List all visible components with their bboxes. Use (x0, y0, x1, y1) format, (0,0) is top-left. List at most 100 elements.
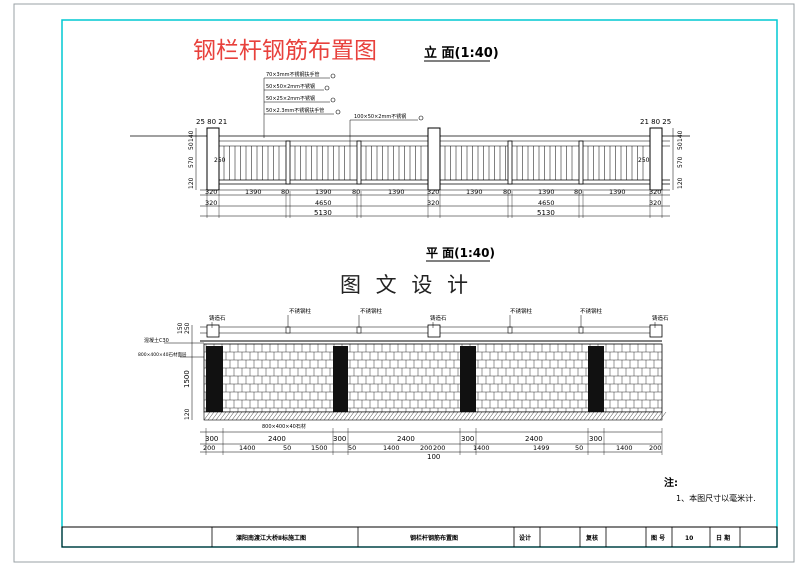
left-side-dim: 570 (188, 156, 195, 168)
plan-left-dim: 150 (177, 322, 184, 334)
hatch-line (563, 411, 571, 421)
hatch-line (463, 411, 471, 421)
plan-left-dim: 120 (184, 408, 191, 420)
design-label: 设计 (519, 534, 531, 542)
hatch-line (447, 411, 455, 421)
elev-dim-row1-text: 1390 (245, 188, 262, 196)
hatch-line (627, 411, 635, 421)
plan-dim-row2-text: 1400 (616, 444, 633, 452)
hatch-line (543, 411, 551, 421)
top-left-dims: 25 80 21 (196, 118, 227, 126)
hatch-line (295, 411, 303, 421)
hatch-line (527, 411, 535, 421)
plan-label: 平 面(1:40) (426, 246, 495, 260)
stone-post (649, 127, 663, 191)
hatch-line (375, 411, 383, 421)
hatch-line (523, 411, 531, 421)
hatch-line (311, 411, 319, 421)
hatch-line (419, 411, 427, 421)
plan-top-label: 不锈钢柱 (580, 307, 603, 315)
hatch-line (475, 411, 483, 421)
elev-dim-row1-text: 1390 (609, 188, 626, 196)
hatch-line (319, 411, 327, 421)
hatch-line (455, 411, 463, 421)
dark-block (333, 346, 348, 412)
callout-label: 50×2.3mm不锈钢扶手管 (266, 107, 324, 114)
callout-label: 70×3mm不锈钢扶手管 (266, 71, 319, 78)
hatch-line (439, 411, 447, 421)
left-side-dim: 50 (188, 142, 195, 150)
hatch-line (403, 411, 411, 421)
plan-stone-post (206, 324, 220, 338)
hatch-line (639, 411, 647, 421)
hatch-line (579, 411, 587, 421)
hatch-line (339, 411, 347, 421)
plan-dim-row1-text: 300 (205, 435, 218, 443)
hatch-line (239, 411, 247, 421)
hatch-line (227, 411, 235, 421)
hatch-line (395, 411, 403, 421)
right-side-dim: 570 (677, 156, 684, 168)
hatch-line (399, 411, 407, 421)
hatch-line (335, 411, 343, 421)
hatch-line (479, 411, 487, 421)
paving-area (203, 343, 663, 413)
hatch-line (211, 411, 219, 421)
hatch-line (595, 411, 603, 421)
hatch-line (535, 411, 543, 421)
sheet-number: 10 (685, 535, 693, 542)
plan-stone-post (649, 324, 663, 338)
hatch-line (559, 411, 567, 421)
plan-bottom-note: 800×400×40石材 (262, 423, 306, 430)
hatch-line (635, 411, 643, 421)
plan-left-label: 混凝土C30 (144, 337, 169, 344)
hatch-line (367, 411, 375, 421)
plan-view: 铸造石 不锈钢柱 不锈钢柱 铸造石 不锈钢柱 不锈钢柱 铸造石 混凝土C30 8… (138, 307, 669, 461)
hatch-line (507, 411, 515, 421)
top-right-dims: 21 80 25 (640, 118, 671, 126)
hatch-line (495, 411, 503, 421)
plan-dim-total: 100 (427, 453, 440, 461)
right-side-dim: 120 (677, 177, 684, 189)
plan-dim-row1-text: 300 (589, 435, 602, 443)
plan-left-label: 800×400×40石材面层 (138, 351, 187, 358)
hatch-line (215, 411, 223, 421)
title-block-frame (61, 526, 778, 548)
elev-dim-row1-text: 1390 (315, 188, 332, 196)
hatch-line (255, 411, 263, 421)
hatch-line (623, 411, 631, 421)
plan-dim-row2-text: 50 (575, 444, 583, 452)
hatch-line (263, 411, 271, 421)
plan-dim-row1-text: 300 (461, 435, 474, 443)
plan-dim-row1-text: 2400 (397, 435, 415, 443)
right-side-dim: 140 (677, 130, 684, 142)
post-label-right: 250 (638, 157, 650, 164)
hatch-line (659, 411, 667, 421)
plan-dim-row2-text: 50 (283, 444, 291, 452)
elev-dim-row2-text: 320 (427, 199, 439, 207)
plan-dim-row1-text: 2400 (268, 435, 286, 443)
elev-dim-row1-text: 80 (281, 188, 289, 196)
hatch-line (435, 411, 443, 421)
hatch-line (571, 411, 579, 421)
hatch-line (431, 411, 439, 421)
plan-dim-row2-text: 1499 (533, 444, 550, 452)
hatch-line (347, 411, 355, 421)
hatch-line (203, 411, 211, 421)
plan-dim-row2-text: 1400 (473, 444, 490, 452)
hatch-line (655, 411, 663, 421)
hatch-line (275, 411, 283, 421)
notes-item: 1、本图尺寸以毫米计. (676, 493, 756, 503)
hatch-line (379, 411, 387, 421)
plan-top-label: 铸造石 (209, 314, 226, 322)
plan-dim-row1-text: 300 (333, 435, 346, 443)
plan-dim-row2-text: 1400 (383, 444, 400, 452)
plan-dim-row2-text: 1500 (311, 444, 328, 452)
hatch-line (231, 411, 239, 421)
steel-post (285, 140, 291, 185)
elev-dim-row1-text: 1390 (466, 188, 483, 196)
hatch-pattern (203, 411, 667, 421)
hatch-line (603, 411, 611, 421)
callout-label: 50×25×2mm不锈钢 (266, 95, 315, 102)
plan-top-label: 不锈钢柱 (360, 307, 383, 315)
